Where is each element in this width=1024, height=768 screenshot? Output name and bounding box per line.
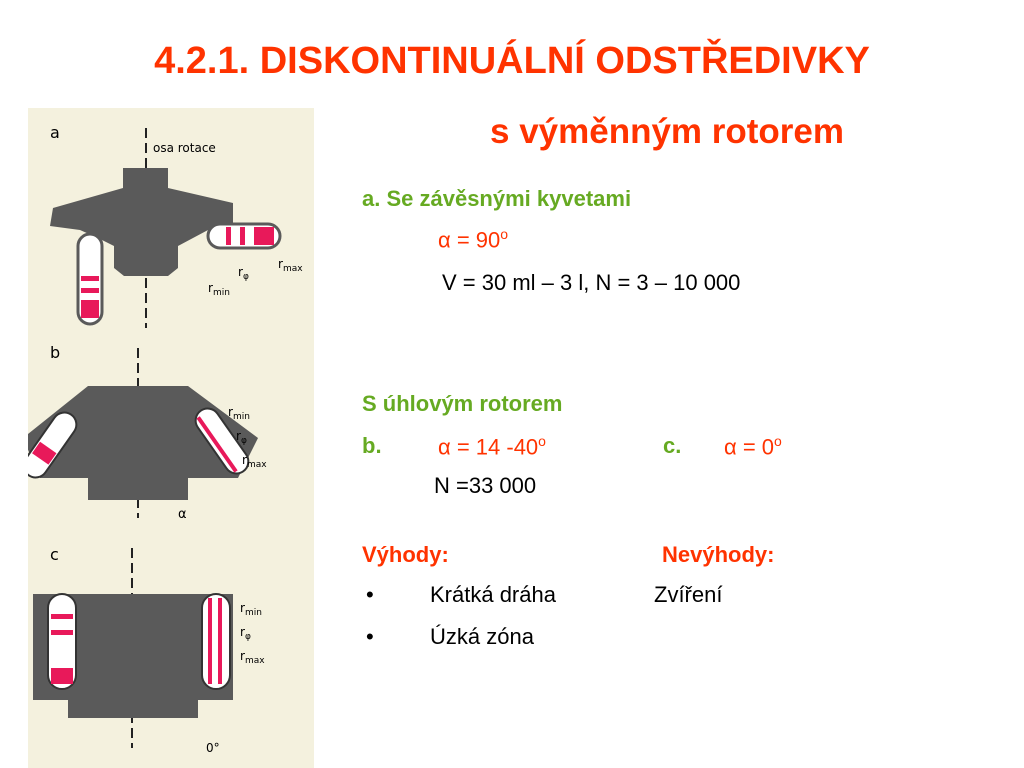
panel-a-label: a xyxy=(50,123,60,142)
rotor-a-body xyxy=(50,168,233,276)
tube-b-right xyxy=(194,407,250,475)
b-label: b. xyxy=(362,433,382,458)
tube-b-left xyxy=(28,411,78,479)
section-a-heading: a. Se závěsnými kyvetami xyxy=(362,186,632,211)
panel-c-label: c xyxy=(50,545,59,564)
page-title: 4.2.1. DISKONTINUÁLNÍ ODSTŘEDIVKY xyxy=(154,40,870,82)
zero-degree-label: 0° xyxy=(206,741,220,755)
r-max-label-a: rmax xyxy=(278,257,303,274)
c-angle: α = 0o xyxy=(724,433,782,460)
tube-band xyxy=(81,276,99,281)
bullet: • xyxy=(366,582,374,607)
rotor-c-body xyxy=(33,594,233,718)
r-min-label-c: rmin xyxy=(240,601,262,618)
panel-b-label: b xyxy=(50,343,60,362)
tube-band xyxy=(51,668,73,684)
pro-item: Úzká zóna xyxy=(430,624,534,649)
r-phi-label-a: rφ xyxy=(238,265,249,282)
page-subtitle: s výměnným rotorem xyxy=(490,112,845,151)
tube-band xyxy=(51,630,73,635)
tube-band xyxy=(81,288,99,293)
c-label: c. xyxy=(663,433,682,458)
alpha-label-b: α xyxy=(178,507,187,522)
r-min-label-b: rmin xyxy=(228,405,250,422)
section-a-angle: α = 90o xyxy=(438,226,509,253)
tube-band xyxy=(51,614,73,619)
tube-band xyxy=(254,227,274,245)
cons-heading: Nevýhody: xyxy=(662,542,775,567)
angle-rotor-heading: S úhlovým rotorem xyxy=(362,391,563,416)
tube-band xyxy=(81,300,99,318)
tube-band xyxy=(196,416,238,473)
pro-item: Krátká dráha xyxy=(430,582,556,607)
r-max-label-c: rmax xyxy=(240,649,265,666)
con-item: Zvíření xyxy=(654,582,723,607)
axis-label: osa rotace xyxy=(153,141,216,155)
rotor-diagram-svg: a osa rotace rmax rφ rmin b rmin rφ rmax… xyxy=(28,123,303,755)
tube-band xyxy=(32,441,57,465)
r-phi-label-c: rφ xyxy=(240,625,251,642)
tube-band xyxy=(240,227,245,245)
section-a-params: V = 30 ml – 3 l, N = 3 – 10 000 xyxy=(442,270,741,295)
rpm-value: N =33 000 xyxy=(434,473,537,498)
centrifuge-rotor-figure: a osa rotace rmax rφ rmin b rmin rφ rmax… xyxy=(28,108,314,768)
r-phi-label-b: rφ xyxy=(236,429,247,446)
tube-band xyxy=(208,598,212,684)
tube-band xyxy=(218,598,222,684)
tube-c-right xyxy=(201,593,231,690)
bullet: • xyxy=(366,624,374,649)
pros-heading: Výhody: xyxy=(362,542,449,567)
tube-band xyxy=(226,227,231,245)
b-angle: α = 14 -40o xyxy=(438,433,546,460)
r-min-label-a: rmin xyxy=(208,281,230,298)
r-max-label-b: rmax xyxy=(242,453,267,470)
